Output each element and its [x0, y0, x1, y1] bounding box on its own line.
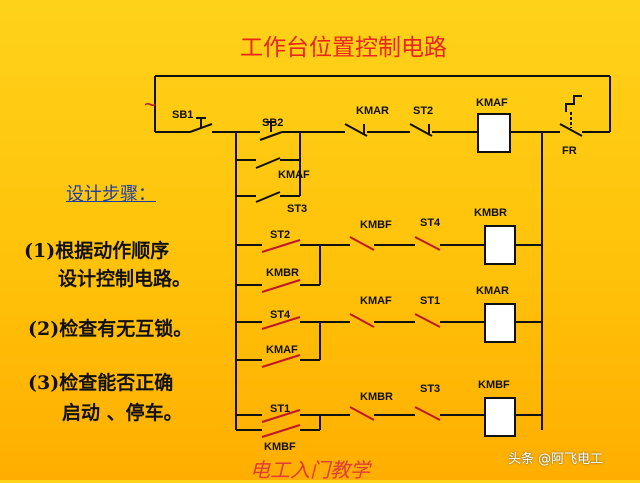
label-st2-r1: ST2	[413, 105, 433, 117]
page-title: 工作台位置控制电路	[240, 35, 447, 61]
label-kmbf-r4: KMBF	[264, 441, 296, 453]
coil-kmar	[484, 303, 516, 343]
st4-contact-r2	[414, 236, 441, 251]
label-kmaf-hold: KMAF	[278, 169, 310, 181]
coil-kmbr	[484, 225, 516, 265]
label-kmbf-coil: KMBF	[478, 379, 510, 391]
label-st1-r4: ST1	[270, 403, 290, 415]
label-kmar-coil: KMAR	[476, 285, 509, 297]
label-kmar-r1: KMAR	[356, 105, 389, 117]
step-2-line-1: (2)检查有无互锁。	[28, 318, 193, 340]
label-sb2: SB2	[262, 117, 283, 129]
st2-contact-r2	[261, 239, 301, 253]
label-sb1: SB1	[172, 109, 193, 121]
label-kmbr-r2: KMBR	[266, 267, 299, 279]
ac-symbol: ~	[144, 92, 157, 117]
sb2-contact	[259, 131, 283, 141]
label-kmbf-r2: KMBF	[360, 219, 392, 231]
coil-kmaf	[477, 113, 511, 153]
st3-contact-r4	[414, 406, 441, 421]
credit-text: 头条 @阿飞电工	[508, 452, 604, 467]
label-st3-r4: ST3	[420, 383, 440, 395]
label-fr: FR	[562, 145, 577, 157]
label-st1-r3: ST1	[420, 295, 440, 307]
kmbr-nc-contact-r4	[349, 406, 375, 421]
label-kmbr-coil: KMBR	[474, 207, 507, 219]
steps-title: 设计步骤：	[66, 184, 156, 205]
coil-kmbf	[484, 397, 516, 437]
kmaf-hold-contact-r3	[261, 354, 301, 368]
label-kmbr-r4: KMBR	[360, 391, 393, 403]
label-st2-r2: ST2	[270, 229, 290, 241]
label-kmaf-coil: KMAF	[476, 97, 508, 109]
st4-contact-r3	[261, 316, 301, 330]
kmaf-nc-contact-r3	[349, 313, 375, 328]
st1-contact-r4	[261, 409, 301, 423]
label-st3-top: ST3	[287, 203, 307, 215]
watermark-text: 电工入门教学	[250, 458, 370, 482]
label-st4-r2: ST4	[420, 217, 441, 229]
label-kmaf-hold-r3: KMAF	[266, 344, 298, 356]
kmbf-nc-contact-r2	[349, 236, 375, 251]
label-st4-r3: ST4	[270, 309, 291, 321]
kmbf-hold-contact-r4	[261, 424, 301, 438]
kmbr-hold-contact-r2	[261, 279, 301, 293]
step-1-line-2: 设计控制电路。	[58, 268, 192, 290]
step-3-line-1: (3)检查能否正确	[28, 372, 174, 394]
label-kmaf-r3: KMAF	[360, 295, 392, 307]
st1-contact-r3	[414, 313, 441, 328]
step-3-line-2: 启动 、停车。	[62, 402, 183, 424]
fr-contact	[559, 123, 583, 137]
step-1-line-1: (1)根据动作顺序	[24, 240, 170, 262]
